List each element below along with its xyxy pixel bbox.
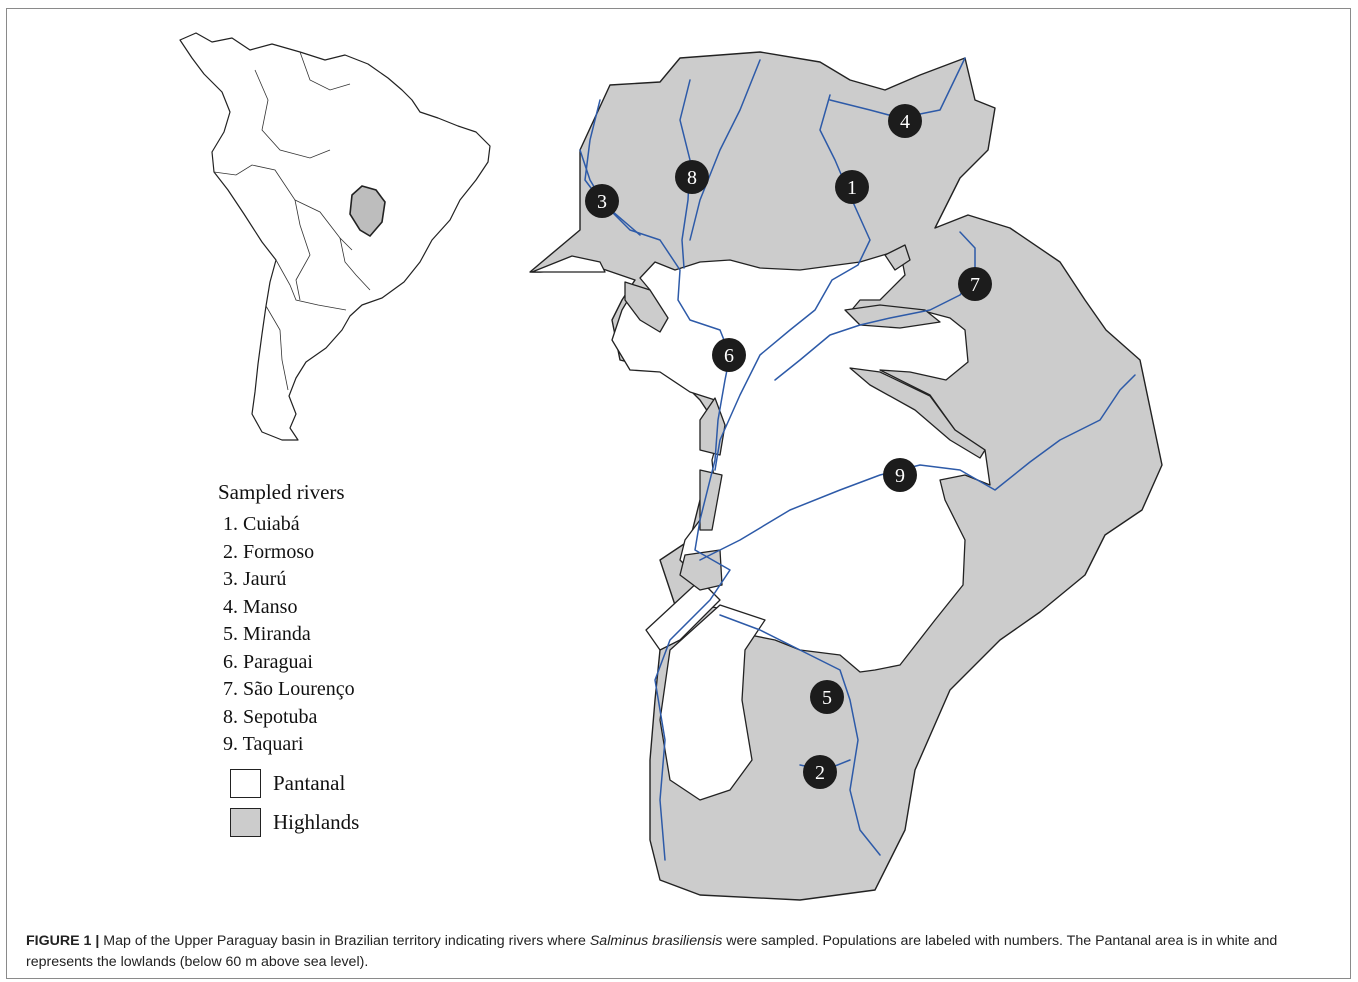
- basin-map: 1 2 3 4 5 6 7 8 9: [529, 51, 1163, 901]
- pantanal-northwest-strip: [531, 255, 606, 273]
- river-list: 1. Cuiabá 2. Formoso 3. Jaurú 4. Manso 5…: [218, 511, 359, 759]
- figure-caption: FIGURE 1 | Map of the Upper Paraguay bas…: [26, 931, 1336, 973]
- river-paraguai: [584, 99, 731, 861]
- figure-frame: [6, 8, 1351, 979]
- marker-4: 4: [888, 104, 922, 138]
- pantanal-south: [659, 604, 766, 801]
- legend-river-item: 5. Miranda: [223, 623, 311, 645]
- figure-label: FIGURE 1 |: [26, 933, 100, 949]
- river-markers: 1 2 3 4 5 6 7 8 9: [585, 104, 992, 789]
- marker-1: 1: [835, 170, 869, 204]
- study-area-highlight: [349, 185, 386, 238]
- marker-6-label: 6: [724, 345, 734, 367]
- marker-2-label: 2: [815, 762, 825, 784]
- species-name: Salminus brasiliensis: [589, 933, 723, 949]
- highlands-key-label: Highlands: [273, 809, 360, 834]
- legend-river-item: 7. São Lourenço: [223, 678, 355, 700]
- river-sao-lourenco: [774, 231, 976, 381]
- marker-5-label: 5: [822, 687, 832, 709]
- map-legend: Sampled rivers 1. Cuiabá 2. Formoso 3. J…: [218, 480, 359, 837]
- highlands-key: Highlands: [218, 807, 360, 837]
- marker-7: 7: [958, 267, 992, 301]
- legend-river-item: 6. Paraguai: [223, 650, 313, 673]
- legend-river-item: 2. Formoso: [223, 540, 315, 563]
- south-america-outline: [179, 32, 491, 441]
- pantanal-key-label: Pantanal: [273, 770, 346, 795]
- highlands-swatch: [230, 807, 261, 837]
- marker-6: 6: [712, 338, 746, 372]
- south-america-inset: [179, 32, 491, 441]
- marker-8: 8: [675, 160, 709, 194]
- marker-3-label: 3: [597, 191, 607, 213]
- marker-4-label: 4: [900, 111, 910, 133]
- pantanal-key: Pantanal: [218, 768, 359, 798]
- legend-river-item: 4. Manso: [223, 595, 298, 618]
- legend-river-item: 9. Taquari: [223, 733, 304, 755]
- caption-text-2: were sampled. Populations are labeled wi…: [26, 933, 1278, 970]
- marker-8-label: 8: [687, 167, 697, 189]
- river-miranda: [719, 614, 881, 856]
- legend-river-item: 8. Sepotuba: [223, 705, 318, 728]
- legend-title: Sampled rivers: [218, 480, 345, 504]
- map-figure: 1 2 3 4 5 6 7 8 9: [179, 32, 1163, 901]
- river-taquari: [699, 374, 1136, 561]
- pantanal-swatch: [230, 768, 261, 798]
- river-cuiaba: [714, 94, 871, 471]
- marker-9-label: 9: [895, 465, 905, 487]
- marker-2: 2: [803, 755, 837, 789]
- marker-1-label: 1: [847, 177, 857, 199]
- legend-river-item: 1. Cuiabá: [223, 513, 300, 535]
- caption-text-1: Map of the Upper Paraguay basin in Brazi…: [99, 933, 590, 949]
- marker-3: 3: [585, 184, 619, 218]
- river-cuiaba-tributary: [689, 59, 761, 241]
- pantanal-west-strip: [645, 579, 721, 651]
- marker-7-label: 7: [970, 274, 980, 296]
- country-borders: [213, 51, 371, 391]
- marker-5: 5: [810, 680, 844, 714]
- marker-9: 9: [883, 458, 917, 492]
- legend-river-item: 3. Jaurú: [223, 568, 287, 590]
